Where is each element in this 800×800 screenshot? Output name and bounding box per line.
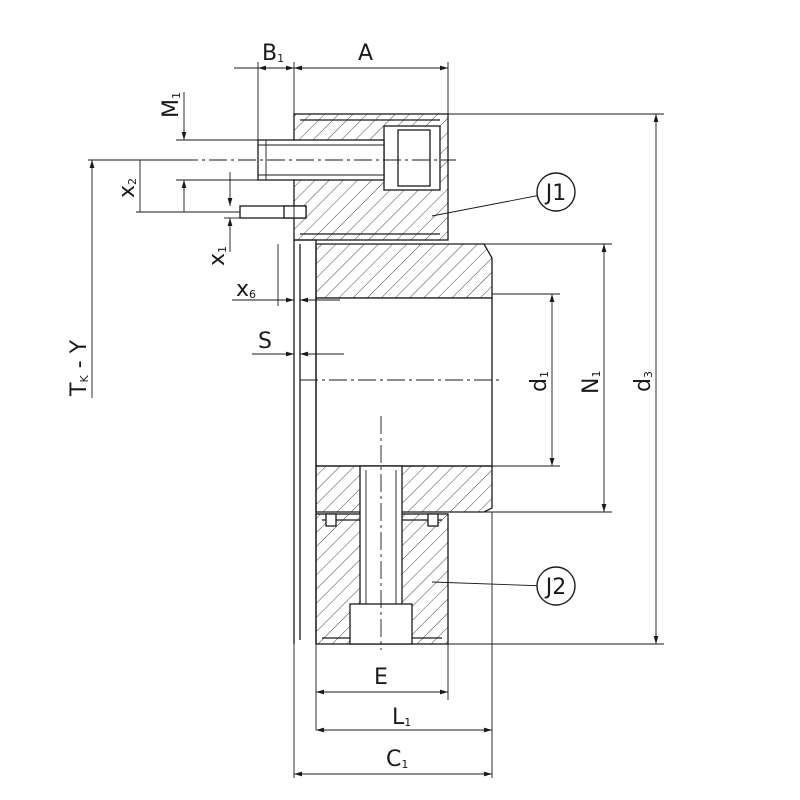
bolt-head-bore — [383, 125, 441, 191]
label-n1: N1 — [579, 371, 604, 394]
label-a: A — [358, 41, 373, 66]
label-x1: x1 — [205, 246, 230, 266]
outer-ring-lower-section — [315, 416, 449, 650]
leader-j2 — [431, 581, 547, 587]
label-x2: x2 — [115, 178, 140, 198]
dimension-labels: B1 A M1 x2 x1 x6 S TK - Y d1 N1 d3 E L1 … — [67, 41, 656, 772]
label-d1: d1 — [527, 371, 552, 392]
label-l1: L1 — [392, 705, 411, 730]
callout-j2-label: J2 — [544, 575, 567, 600]
callout-j1: J1 — [536, 172, 576, 212]
dimensions — [88, 62, 664, 778]
label-c1: C1 — [386, 747, 408, 772]
leader-j1 — [431, 193, 547, 217]
label-s: S — [258, 329, 272, 354]
label-tk-y: TK - Y — [67, 339, 92, 397]
callout-j2: J2 — [536, 566, 576, 606]
callout-j1-label: J1 — [544, 181, 567, 206]
outer-ring-upper-section — [239, 113, 449, 241]
label-e: E — [374, 665, 388, 690]
label-m1: M1 — [159, 92, 184, 118]
label-b1: B1 — [262, 41, 284, 66]
label-x6: x6 — [236, 277, 256, 302]
label-d3: d3 — [631, 371, 656, 392]
